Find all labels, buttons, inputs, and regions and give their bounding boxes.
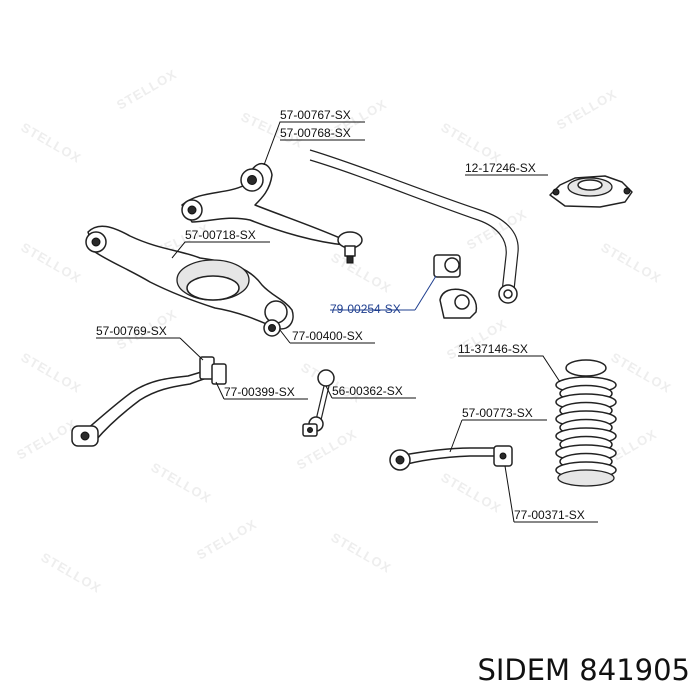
watermark-text: STELLOX bbox=[19, 350, 84, 396]
part-label[interactable]: 77-00400-SX bbox=[292, 329, 363, 343]
watermark-text: STELLOX bbox=[599, 240, 664, 286]
part-label[interactable]: 77-00371-SX bbox=[514, 508, 585, 522]
part-label[interactable]: 77-00399-SX bbox=[224, 385, 295, 399]
upper-control-arm bbox=[181, 163, 363, 264]
watermark-text: STELLOX bbox=[194, 516, 259, 562]
watermark-text: STELLOX bbox=[39, 550, 104, 596]
watermark-text: STELLOX bbox=[464, 206, 529, 252]
part-label[interactable]: 57-00768-SX bbox=[280, 126, 351, 140]
lateral-link bbox=[389, 445, 513, 471]
watermark-text: STELLOX bbox=[554, 86, 619, 132]
watermark-text: STELLOX bbox=[19, 120, 84, 166]
lower-control-arm bbox=[85, 225, 294, 337]
strut-mount bbox=[549, 175, 633, 208]
stabilizer-bushing bbox=[433, 254, 478, 319]
stabilizer-bar bbox=[309, 149, 519, 304]
dust-boot-bottom bbox=[557, 469, 615, 487]
part-label[interactable]: 12-17246-SX bbox=[465, 161, 536, 175]
watermark-text: STELLOX bbox=[114, 66, 179, 112]
part-label[interactable]: 57-00767-SX bbox=[280, 108, 351, 122]
part-label[interactable]: 56-00362-SX bbox=[332, 384, 403, 398]
part-label[interactable]: 11-37146-SX bbox=[458, 342, 528, 356]
watermark-text: STELLOX bbox=[149, 460, 214, 506]
rear-stabilizer-bar bbox=[71, 356, 227, 447]
brand-caption: SIDEM 841905 bbox=[477, 653, 690, 687]
watermark-text: STELLOX bbox=[439, 120, 504, 166]
dust-boot bbox=[555, 359, 617, 487]
part-label[interactable]: 57-00773-SX bbox=[462, 406, 533, 420]
watermark-text: STELLOX bbox=[439, 470, 504, 516]
stabilizer-link bbox=[302, 369, 335, 437]
part-label-highlighted[interactable]: 79-00254-SX bbox=[330, 302, 401, 316]
part-label[interactable]: 57-00769-SX bbox=[96, 324, 167, 338]
watermark-text: STELLOX bbox=[14, 416, 79, 462]
watermark-text: STELLOX bbox=[609, 350, 674, 396]
part-label[interactable]: 57-00718-SX bbox=[185, 228, 256, 242]
watermark-text: STELLOX bbox=[329, 530, 394, 576]
watermark-text: STELLOX bbox=[19, 240, 84, 286]
part-labels: 57-00767-SX 57-00768-SX 12-17246-SX 57-0… bbox=[96, 108, 585, 522]
dust-boot-top bbox=[565, 359, 607, 377]
leader-lines bbox=[96, 121, 598, 523]
watermark-text: STELLOX bbox=[329, 250, 394, 296]
